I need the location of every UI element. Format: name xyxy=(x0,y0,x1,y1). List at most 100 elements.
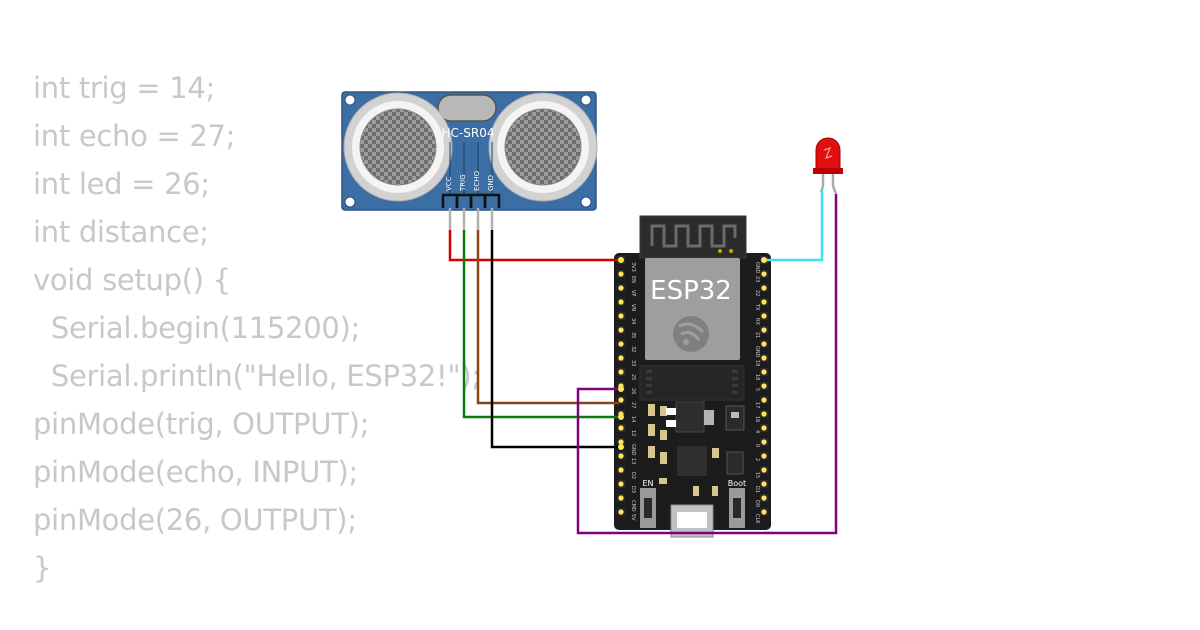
wire-led-anode[interactable] xyxy=(766,190,824,262)
svg-text:CLK: CLK xyxy=(754,514,760,524)
hc-sr04-sensor[interactable]: HC-SR04 VCC TRIG ECHO GND xyxy=(341,91,598,230)
code-line: pinMode(echo, INPUT); xyxy=(33,455,358,489)
rf-shield xyxy=(645,258,740,360)
svg-text:4: 4 xyxy=(754,430,760,433)
mounting-hole xyxy=(344,94,356,106)
svg-text:21: 21 xyxy=(754,332,760,338)
en-button-label: EN xyxy=(642,479,653,488)
header-pin-pad xyxy=(618,355,624,361)
svg-text:15: 15 xyxy=(754,472,760,478)
boot-button[interactable] xyxy=(729,488,745,528)
header-pin-pad xyxy=(618,327,624,333)
antenna-trace xyxy=(650,224,737,248)
mounting-hole xyxy=(580,94,592,106)
left-pin-header xyxy=(617,256,625,516)
svg-text:EN: EN xyxy=(630,276,636,283)
sensor-name-label: HC-SR04 xyxy=(442,126,495,140)
header-pin-pad xyxy=(618,495,624,501)
header-pin-pad xyxy=(761,355,767,361)
svg-text:GND: GND xyxy=(754,346,760,358)
svg-text:23: 23 xyxy=(754,276,760,282)
sensor-header-pins xyxy=(441,193,501,230)
header-pin-pad xyxy=(761,439,767,445)
svg-text:5V: 5V xyxy=(630,514,636,521)
header-pin-pad xyxy=(761,341,767,347)
header-pin-pad xyxy=(618,313,624,319)
wires xyxy=(448,190,838,535)
header-pin-pad xyxy=(618,397,624,403)
pin-label-trig: TRIG xyxy=(459,174,467,192)
svg-text:22: 22 xyxy=(754,290,760,296)
wire-echo[interactable] xyxy=(476,230,619,405)
led-body xyxy=(815,137,841,173)
mounting-hole xyxy=(344,196,356,208)
header-pin-pad xyxy=(761,383,767,389)
header-pin-pad xyxy=(618,271,624,277)
boot-button-label: Boot xyxy=(728,479,746,488)
code-line: int distance; xyxy=(33,215,209,249)
header-pin-pad xyxy=(761,425,767,431)
wire-led-cathode[interactable] xyxy=(576,194,838,535)
transmitter-transducer xyxy=(343,92,453,202)
wire-trig[interactable] xyxy=(462,230,619,419)
red-led[interactable] xyxy=(813,137,843,195)
wire-vcc[interactable] xyxy=(448,230,619,262)
chip-area xyxy=(639,365,745,401)
header-pin-pad xyxy=(618,509,624,515)
header-pin-pad xyxy=(761,453,767,459)
svg-text:D2: D2 xyxy=(630,472,636,479)
svg-text:0: 0 xyxy=(754,444,760,447)
pin-label-echo: ECHO xyxy=(473,170,481,191)
header-pin-pad xyxy=(618,341,624,347)
header-pin-pad xyxy=(618,369,624,375)
receiver-transducer xyxy=(488,92,598,202)
espressif-logo-icon xyxy=(673,316,709,352)
svg-text:26: 26 xyxy=(630,388,636,394)
svg-text:GND: GND xyxy=(754,262,760,274)
pin-label-gnd: GND xyxy=(487,175,495,191)
header-pin-pad xyxy=(618,439,624,445)
header-pin-pad xyxy=(618,453,624,459)
svg-text:33: 33 xyxy=(630,360,636,366)
header-pin-pad xyxy=(761,369,767,375)
header-pin-pad xyxy=(761,509,767,515)
header-pin-pad xyxy=(618,285,624,291)
header-pin-pad xyxy=(761,481,767,487)
wifi-antenna-area xyxy=(639,215,747,259)
svg-text:19: 19 xyxy=(754,360,760,366)
code-line: } xyxy=(33,551,52,585)
svg-text:17: 17 xyxy=(754,402,760,408)
svg-text:RX: RX xyxy=(754,318,760,325)
header-pin-pad xyxy=(761,467,767,473)
svg-text:3V3: 3V3 xyxy=(630,262,636,272)
header-pin-pad xyxy=(761,299,767,305)
crystal-oscillator xyxy=(437,94,497,122)
header-pin-pad xyxy=(761,495,767,501)
code-line: pinMode(26, OUTPUT); xyxy=(33,503,357,537)
svg-text:VP: VP xyxy=(630,290,636,296)
code-listing: int trig = 14; int echo = 27; int led = … xyxy=(33,64,481,592)
code-line: Serial.begin(115200); xyxy=(33,311,361,345)
code-line: pinMode(trig, OUTPUT); xyxy=(33,407,370,441)
svg-text:CMD: CMD xyxy=(630,500,636,512)
esp32-board[interactable]: ESP32 3V3 EN VP VN 34 35 32 33 25 26 27 … xyxy=(614,215,771,538)
code-line: int led = 26; xyxy=(33,167,210,201)
header-pin-pad xyxy=(761,313,767,319)
header-pin-pad xyxy=(761,285,767,291)
svg-text:12: 12 xyxy=(630,430,636,436)
svg-text:35: 35 xyxy=(630,332,636,338)
code-line: void setup() { xyxy=(33,263,231,297)
svg-text:32: 32 xyxy=(630,346,636,352)
wire-gnd[interactable] xyxy=(490,230,619,449)
header-pin-pad xyxy=(618,467,624,473)
en-button[interactable] xyxy=(640,488,656,528)
header-pin-pad xyxy=(618,425,624,431)
svg-text:27: 27 xyxy=(630,402,636,408)
svg-text:TX: TX xyxy=(754,303,760,311)
svg-text:13: 13 xyxy=(630,458,636,464)
usb-port xyxy=(670,504,714,538)
svg-text:25: 25 xyxy=(630,374,636,380)
header-pin-pad xyxy=(761,397,767,403)
svg-text:14: 14 xyxy=(630,416,636,422)
